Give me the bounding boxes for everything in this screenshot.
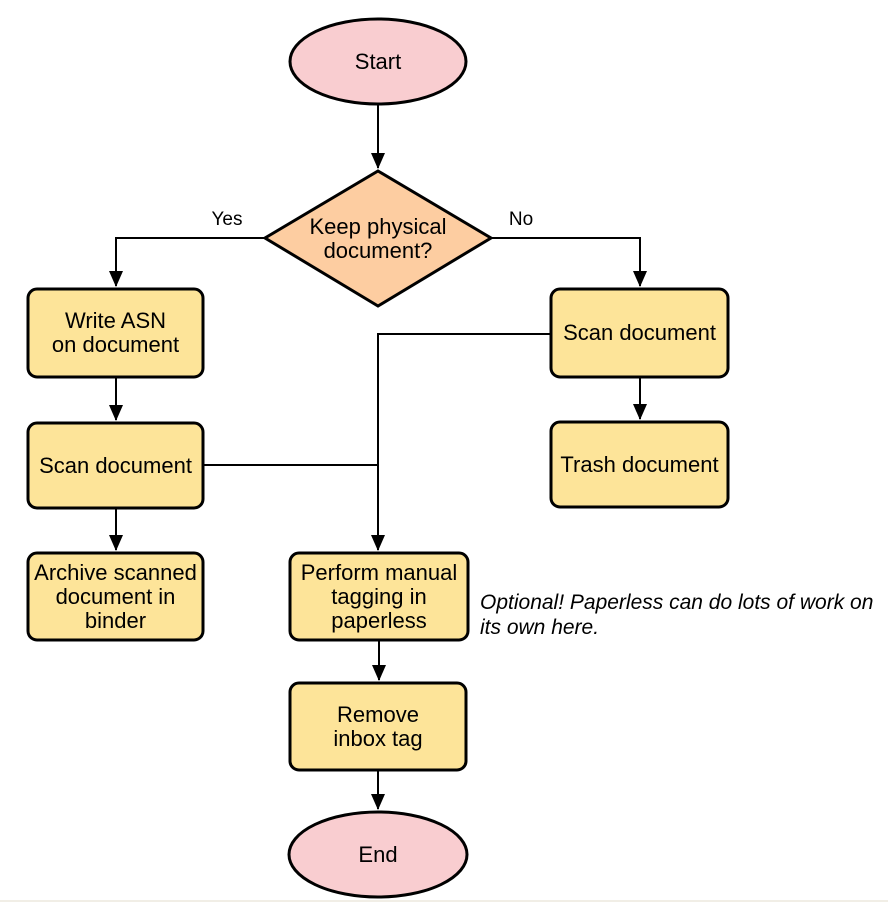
node-scan-left-shape: [26, 421, 205, 510]
node-remove-shape: [288, 681, 468, 772]
bottom-divider-line: [0, 900, 888, 902]
node-end-shape: [287, 810, 469, 899]
node-start-shape: [288, 17, 468, 106]
annotation-optional-note: Optional! Paperless can do lots of work …: [480, 591, 874, 639]
node-perform-shape: [288, 551, 470, 642]
edge-decision-yes-to-write-asn: [109, 237, 266, 287]
node-scan-right-shape: [549, 287, 730, 379]
edge-decision-no-to-scan-right: [489, 237, 647, 287]
node-write-asn-shape: [26, 287, 205, 379]
node-decision-shape: [262, 169, 494, 308]
edge-scan-right-to-perform: [371, 333, 551, 551]
node-trash-shape: [549, 420, 730, 509]
node-archive-shape: [26, 551, 205, 642]
